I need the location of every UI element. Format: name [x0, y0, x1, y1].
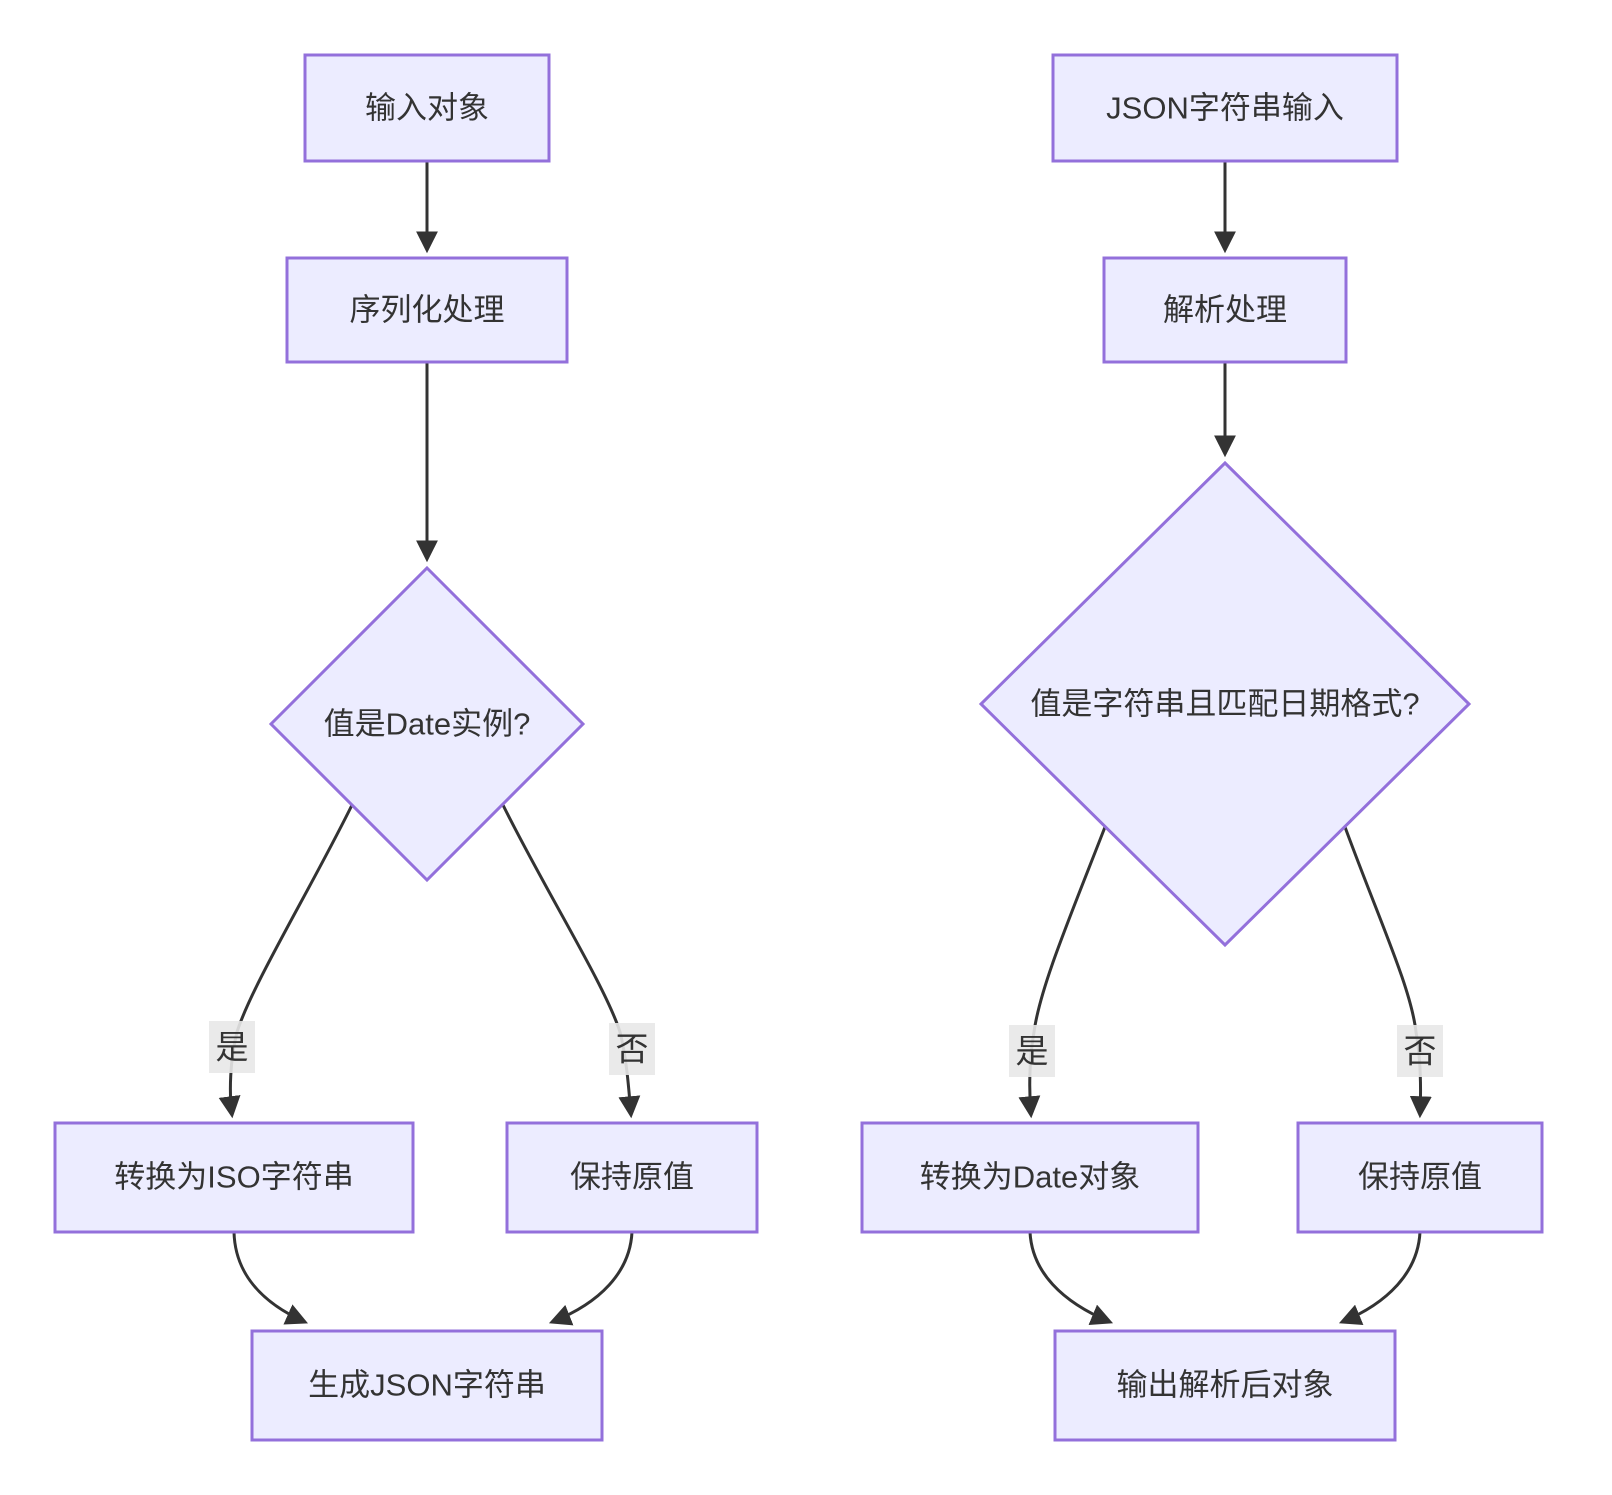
node-box — [505, 1121, 759, 1234]
node-serialize-process: 序列化处理 — [285, 256, 569, 364]
edge-no-to-output — [548, 1231, 634, 1326]
node-parse-input: JSON字符串输入 — [1051, 53, 1399, 163]
node-label: 输入对象 — [365, 91, 489, 126]
node-serialize-decision: 值是Date实例? — [268, 565, 586, 883]
node-box — [285, 256, 569, 364]
edge-decision-yes — [1018, 826, 1107, 1119]
node-label: 值是字符串且匹配日期格式? — [1030, 687, 1419, 722]
node-label: 值是Date实例? — [324, 707, 531, 742]
node-parse-process: 解析处理 — [1102, 256, 1348, 364]
node-parse-no-result: 保持原值 — [1296, 1121, 1544, 1234]
node-box — [303, 53, 551, 163]
node-label: 保持原值 — [570, 1160, 694, 1195]
decision-diamond — [268, 565, 586, 883]
node-box — [53, 1121, 415, 1234]
node-serialize-no-result: 保持原值 — [505, 1121, 759, 1234]
node-box — [1053, 1329, 1397, 1442]
edge-label-bg — [1009, 1025, 1055, 1077]
parse-flow: 是 否 JSON字符串输入 解析处理 值是字符串且匹配日期格式? 转换为D — [860, 53, 1544, 1442]
node-serialize-input: 输入对象 — [303, 53, 551, 163]
edge-yes-to-output — [1028, 1231, 1114, 1325]
edge-decision-no — [1343, 826, 1432, 1119]
node-label: 输出解析后对象 — [1117, 1368, 1334, 1403]
decision-diamond — [978, 460, 1472, 948]
node-box — [1051, 53, 1399, 163]
node-serialize-yes-result: 转换为ISO字符串 — [53, 1121, 415, 1234]
edge-label-yes: 是 — [1009, 1025, 1055, 1077]
edge-decision-yes — [218, 804, 354, 1119]
node-box — [860, 1121, 1200, 1234]
node-label: 序列化处理 — [350, 293, 505, 328]
node-label: 保持原值 — [1358, 1160, 1482, 1195]
edge-no-to-output — [1338, 1231, 1422, 1326]
node-box — [1102, 256, 1348, 364]
node-parse-output: 输出解析后对象 — [1053, 1329, 1397, 1442]
node-parse-yes-result: 转换为Date对象 — [860, 1121, 1200, 1234]
node-label: 转换为ISO字符串 — [114, 1160, 353, 1195]
edge-decision-no — [501, 804, 641, 1119]
node-label: 生成JSON字符串 — [308, 1368, 546, 1403]
node-serialize-output: 生成JSON字符串 — [250, 1329, 604, 1442]
edge-label-text: 否 — [616, 1031, 649, 1068]
edge-label-text: 否 — [1404, 1033, 1437, 1070]
node-label: 转换为Date对象 — [920, 1160, 1140, 1195]
node-box — [1296, 1121, 1544, 1234]
node-label: 解析处理 — [1163, 293, 1287, 328]
serialize-flow: 是 否 输入对象 序列化处理 值是Date实例? 转换为ISO字符串 — [53, 53, 759, 1442]
edge-label-yes: 是 — [209, 1021, 255, 1073]
edge-label-bg — [1397, 1025, 1443, 1077]
edge-yes-to-output — [232, 1231, 309, 1325]
node-label: JSON字符串输入 — [1106, 91, 1344, 126]
node-box — [250, 1329, 604, 1442]
edge-label-no: 否 — [609, 1023, 655, 1075]
edge-label-text: 是 — [1016, 1033, 1049, 1070]
node-parse-decision: 值是字符串且匹配日期格式? — [978, 460, 1472, 948]
edge-label-bg — [209, 1021, 255, 1073]
edge-label-no: 否 — [1397, 1025, 1443, 1077]
edge-label-bg — [609, 1023, 655, 1075]
edge-label-text: 是 — [216, 1029, 249, 1066]
